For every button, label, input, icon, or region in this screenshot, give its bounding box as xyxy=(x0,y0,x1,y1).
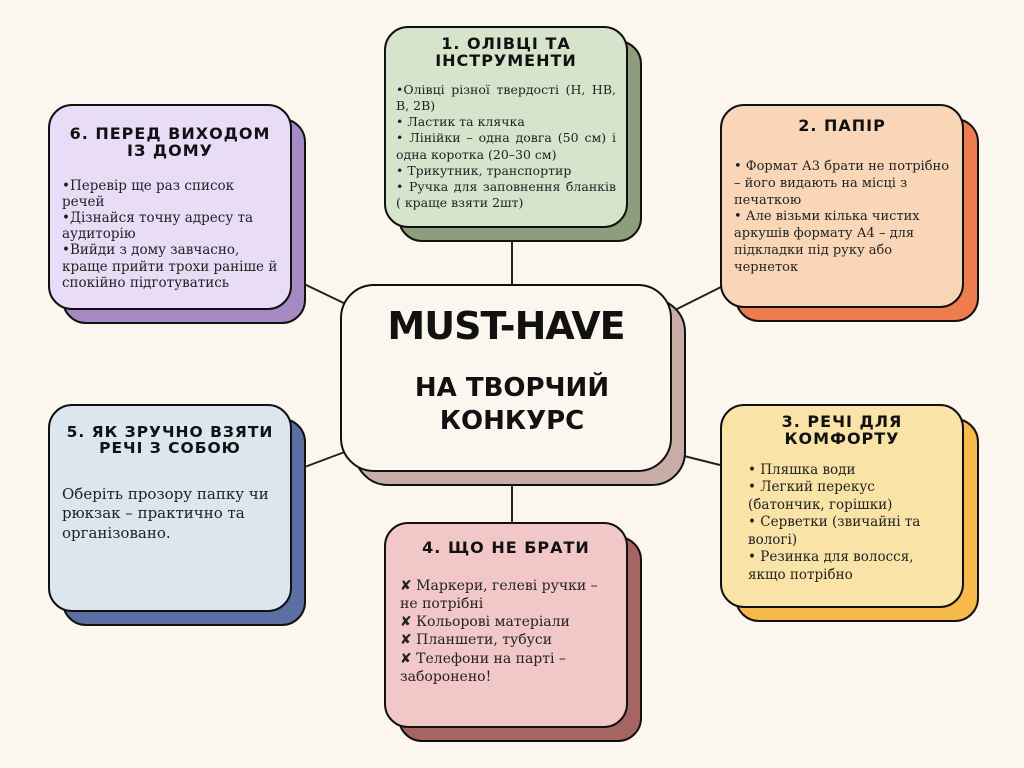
card-how-to-carry: 5. ЯК ЗРУЧНО ВЗЯТИ РЕЧІ З СОБОЮ Оберіть … xyxy=(48,404,292,612)
list-item: • Резинка для волосся, якщо потрібно xyxy=(748,549,914,583)
list-item: •Вийди з дому завчасно, краще прийти тро… xyxy=(62,242,278,291)
main-title: MUST-HAVE xyxy=(387,304,625,348)
card-6-title-line2: ІЗ ДОМУ xyxy=(127,140,213,160)
main-subtitle-line1: НА ТВОРЧИЙ xyxy=(414,373,610,403)
card-3-title-line2: КОМФОРТУ xyxy=(784,428,900,448)
card-1-list: •Олівці різної твердості (H, HB, B, 2B) … xyxy=(396,82,616,212)
list-item: •Дізнайся точну адресу та аудиторію xyxy=(62,209,254,243)
card-3-title: 3. РЕЧІ ДЛЯ КОМФОРТУ xyxy=(734,412,950,448)
card-pencils-tools: 1. ОЛІВЦІ ТА ІНСТРУМЕНТИ •Олівці різної … xyxy=(384,26,628,228)
card-5-title-line2: РЕЧІ З СОБОЮ xyxy=(99,439,241,458)
main-subtitle-line2: КОНКУРС xyxy=(439,405,585,436)
card-3-list: • Пляшка води • Легкий перекус (батончик… xyxy=(748,462,950,585)
card-1-title-line1: 1. ОЛІВЦІ ТА xyxy=(441,34,571,53)
list-item: • Ручка для заповнення бланків ( краще в… xyxy=(396,179,616,211)
connector-5 xyxy=(301,449,351,469)
card-comfort: 3. РЕЧІ ДЛЯ КОМФОРТУ • Пляшка води • Лег… xyxy=(720,404,964,608)
list-item: • Пляшка води xyxy=(748,461,856,478)
list-item: ✘ Телефони на парті – заборонено! xyxy=(400,650,566,685)
card-paper: 2. ПАПІР • Формат А3 брати не потрібно –… xyxy=(720,104,964,308)
list-item: •Олівці різної твердості (H, HB, B, 2B) xyxy=(396,81,616,113)
card-what-not-to-take: 4. ЩО НЕ БРАТИ ✘ Маркери, гелеві ручки –… xyxy=(384,522,628,728)
card-6-title-line1: 6. ПЕРЕД ВИХОДОМ xyxy=(69,124,271,143)
list-item: • Формат А3 брати не потрібно – його вид… xyxy=(734,158,950,208)
card-6-list: •Перевір ще раз список речей •Дізнайся т… xyxy=(62,178,278,291)
card-5-body: Оберіть прозору папку чи рюкзак – практи… xyxy=(62,484,269,542)
list-item: ✘ Кольорові матеріали xyxy=(400,614,570,631)
center-card: MUST-HAVE НА ТВОРЧИЙ КОНКУРС xyxy=(340,284,672,472)
list-item: • Легкий перекус (батончик, горішки) xyxy=(748,479,893,513)
list-item: • Але візьми кілька чистих аркушів форма… xyxy=(734,209,920,276)
list-item: • Серветки (звичайні та вологі) xyxy=(748,514,921,548)
list-item: • Лінійки – одна довга (50 см) і одна ко… xyxy=(396,130,616,162)
card-2-title: 2. ПАПІР xyxy=(798,116,886,135)
list-item: ✘ Планшети, тубуси xyxy=(400,632,553,649)
card-1-title: 1. ОЛІВЦІ ТА ІНСТРУМЕНТИ xyxy=(396,34,616,70)
list-item: • Ластик та клячка xyxy=(396,114,525,130)
card-1-title-line2: ІНСТРУМЕНТИ xyxy=(435,50,577,70)
card-2-list: • Формат А3 брати не потрібно – його вид… xyxy=(734,159,950,277)
main-subtitle: НА ТВОРЧИЙ КОНКУРС xyxy=(364,372,660,437)
card-6-title: 6. ПЕРЕД ВИХОДОМ ІЗ ДОМУ xyxy=(62,124,278,160)
list-item: ✘ Маркери, гелеві ручки – не потрібні xyxy=(400,577,598,612)
card-5-title-line1: 5. ЯК ЗРУЧНО ВЗЯТИ xyxy=(66,423,274,441)
list-item: •Перевір ще раз список речей xyxy=(62,177,235,210)
card-4-list: ✘ Маркери, гелеві ручки – не потрібні ✘ … xyxy=(400,577,612,686)
card-5-title: 5. ЯК ЗРУЧНО ВЗЯТИ РЕЧІ З СОБОЮ xyxy=(62,424,278,457)
card-3-title-line1: 3. РЕЧІ ДЛЯ xyxy=(781,412,903,431)
card-before-leaving: 6. ПЕРЕД ВИХОДОМ ІЗ ДОМУ •Перевір ще раз… xyxy=(48,104,292,310)
card-4-title: 4. ЩО НЕ БРАТИ xyxy=(422,538,590,557)
list-item: • Трикутник, транспортир xyxy=(396,162,572,178)
